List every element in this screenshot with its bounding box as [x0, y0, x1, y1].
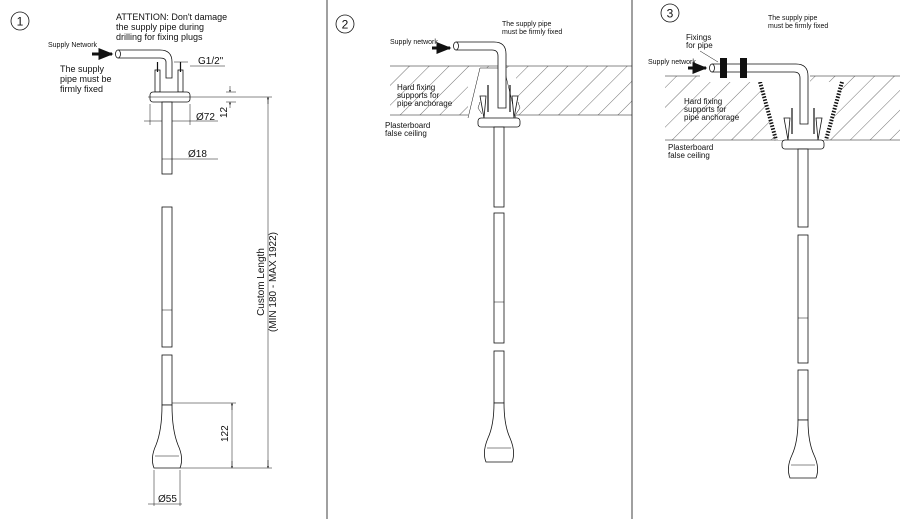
step-1-custom-length: Custom Length [256, 248, 267, 316]
step-2-supply-network-label: Supply network [390, 39, 438, 46]
step-3-stem-middle [797, 234, 809, 364]
step-1-supply-pipe [117, 49, 173, 79]
step-3-hard-fixing-line-3: pipe anchorage [684, 113, 740, 122]
step-1-firm-line-3: firmly fixed [60, 84, 103, 94]
step-3-panel: 3 The supply pipe must be firmly fixed F… [648, 3, 900, 479]
step-1-height-12: 12 [219, 106, 230, 118]
step-2-drop-head [484, 402, 514, 463]
step-2-hard-fixing-line-3: pipe anchorage [397, 99, 453, 108]
step-1-drop-head [152, 404, 182, 469]
step-1-badge [10, 11, 30, 31]
step-1-diameter-55: Ø55 [158, 494, 177, 505]
step-1-diameter-72: Ø72 [196, 112, 215, 123]
step-2-hard-fixing-line-2: supports for [397, 91, 440, 100]
step-2-plasterboard-line-2: false ceiling [385, 129, 427, 138]
step-3-fixings-line-1: Fixings [686, 33, 711, 42]
step-2-stem-middle [493, 212, 505, 344]
step-1-number: 1 [17, 15, 24, 29]
step-2-number: 2 [342, 18, 349, 32]
step-1-fixing-plugs [154, 62, 184, 93]
step-1-attention-line-1: ATTENTION: Don't damage [116, 12, 227, 22]
step-3-drop-head [788, 419, 818, 479]
step-1-stem-middle [161, 206, 173, 348]
step-2-firm-line-1: The supply pipe [502, 21, 552, 28]
step-1-thread-label: G1/2" [198, 56, 224, 67]
step-2-stem-top [493, 126, 505, 208]
step-1-attention-line-2: the supply pipe during [116, 22, 204, 32]
step-3-pipe-clamp-2 [740, 58, 747, 78]
step-1-stem-bottom [161, 354, 173, 406]
step-1-stem-top [161, 101, 173, 175]
step-1-attention-line-3: drilling for fixing plugs [116, 32, 203, 42]
step-2-firm-line-2: must be firmly fixed [502, 29, 562, 36]
step-3-fixings-line-2: for pipe [686, 41, 713, 50]
step-3-plasterboard-line-1: Plasterboard [668, 143, 713, 152]
step-3-ceiling-rose [781, 139, 825, 150]
step-1-firm-line-2: pipe must be [60, 74, 112, 84]
step-3-plasterboard-line-2: false ceiling [668, 151, 710, 160]
step-2-ceiling-slab [390, 65, 632, 119]
step-1-panel: 1 ATTENTION: Don't damage the supply pip… [10, 11, 279, 506]
step-3-stem-bottom [797, 369, 809, 421]
step-2-panel: 2 The supply pipe must be firmly fixed S… [335, 14, 632, 463]
step-2-stem-bottom [493, 350, 505, 404]
step-2-fixing-supports [477, 85, 521, 119]
step-3-supply-network-label: Supply network [648, 59, 696, 66]
step-3-firm-line-1: The supply pipe [768, 15, 818, 22]
step-3-pipe-clamp-1 [720, 58, 727, 78]
step-3-hard-fixing-line-2: supports for [684, 105, 727, 114]
step-2-supply-pipe [455, 41, 507, 109]
step-1-firm-line-1: The supply [60, 64, 105, 74]
step-2-hard-fixing-line-1: Hard fixing [397, 83, 435, 92]
step-3-stem-top [797, 148, 809, 228]
step-2-badge [335, 14, 355, 34]
step-1-supply-network-label: Supply Network [48, 42, 98, 49]
step-3-number: 3 [667, 7, 674, 21]
step-3-firm-line-2: must be firmly fixed [768, 23, 828, 30]
step-2-plasterboard-line-1: Plasterboard [385, 121, 430, 130]
step-1-length-range: (MIN 180 - MAX 1922) [268, 232, 279, 332]
step-1-diameter-18: Ø18 [188, 149, 207, 160]
step-3-badge [660, 3, 680, 23]
step-1-height-122: 122 [220, 425, 231, 442]
step-2-ceiling-rose [477, 117, 521, 128]
step-3-fixing-supports [783, 108, 823, 141]
step-3-hard-fixing-line-1: Hard fixing [684, 97, 722, 106]
